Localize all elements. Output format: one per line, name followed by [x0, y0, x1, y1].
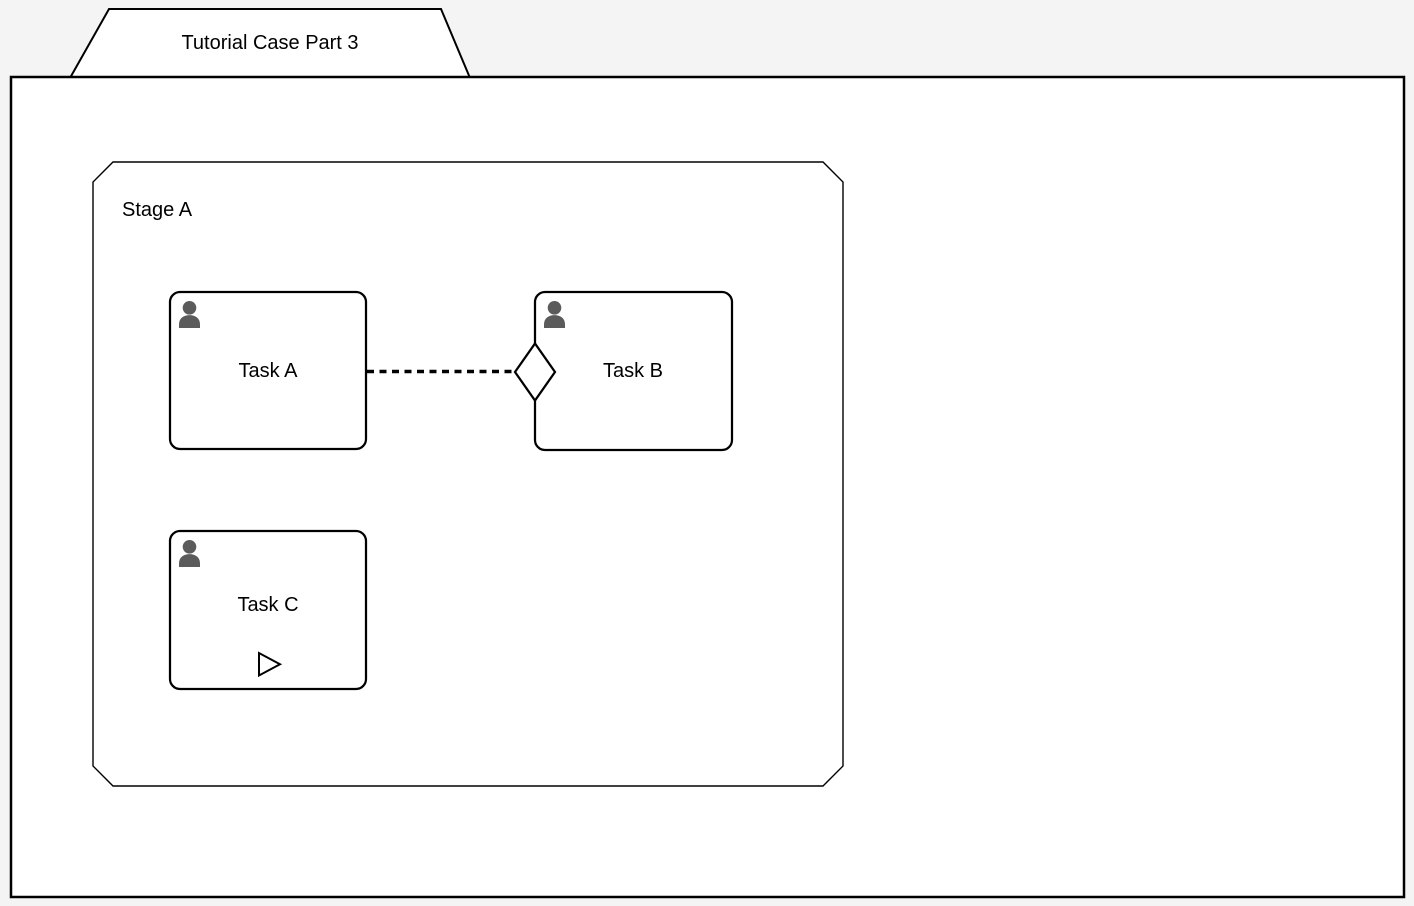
task-c-manual-activation-play-icon — [258, 651, 283, 678]
task-a-label: Task A — [238, 360, 298, 382]
task-b-entry-criterion-diamond[interactable] — [513, 341, 557, 403]
task-c-shape[interactable] — [168, 529, 368, 691]
stage-a-shape[interactable] — [92, 161, 844, 787]
case-plan-label: Tutorial Case Part 3 — [181, 32, 359, 54]
task-b-label: Task B — [602, 360, 664, 382]
task-c-label: Task C — [237, 594, 299, 616]
stage-a-label: Stage A — [122, 199, 193, 221]
task-a-shape[interactable] — [168, 290, 368, 451]
